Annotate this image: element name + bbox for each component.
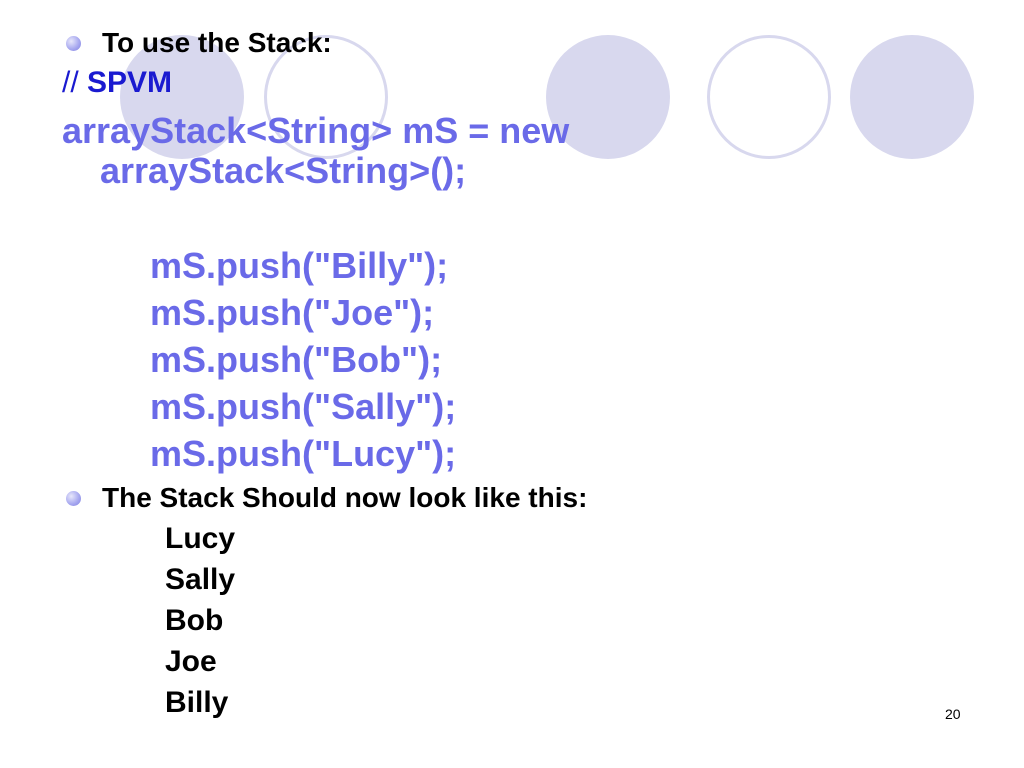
decorative-circle-3	[850, 35, 974, 159]
stack-item: Billy	[165, 686, 229, 719]
stack-item: Lucy	[165, 522, 236, 555]
push-line: mS.push("Bob");	[150, 339, 443, 380]
decorative-ring-2	[707, 35, 831, 159]
push-line: mS.push("Sally");	[150, 386, 457, 427]
bullet-heading-2: The Stack Should now look like this:	[102, 482, 588, 513]
bullet-heading-1: To use the Stack:	[102, 27, 332, 58]
comment-line: // SPVM	[62, 66, 172, 100]
declaration-line-1: arrayStack<String> mS = new	[62, 110, 570, 151]
decorative-ring-1	[264, 35, 388, 159]
push-line: mS.push("Billy");	[150, 245, 449, 286]
push-line: mS.push("Joe");	[150, 292, 435, 333]
decorative-circle-2	[546, 35, 670, 159]
decorative-circle-1	[120, 35, 244, 159]
stack-item: Sally	[165, 563, 236, 596]
bullet-icon	[66, 36, 81, 51]
declaration-line-2: arrayStack<String>();	[100, 150, 467, 191]
stack-item: Joe	[165, 645, 217, 678]
push-line: mS.push("Lucy");	[150, 433, 457, 474]
comment-text: SPVM	[87, 66, 173, 99]
stack-item: Bob	[165, 604, 224, 637]
comment-slashes: //	[62, 66, 79, 99]
bullet-icon	[66, 491, 81, 506]
page-number: 20	[945, 706, 961, 722]
